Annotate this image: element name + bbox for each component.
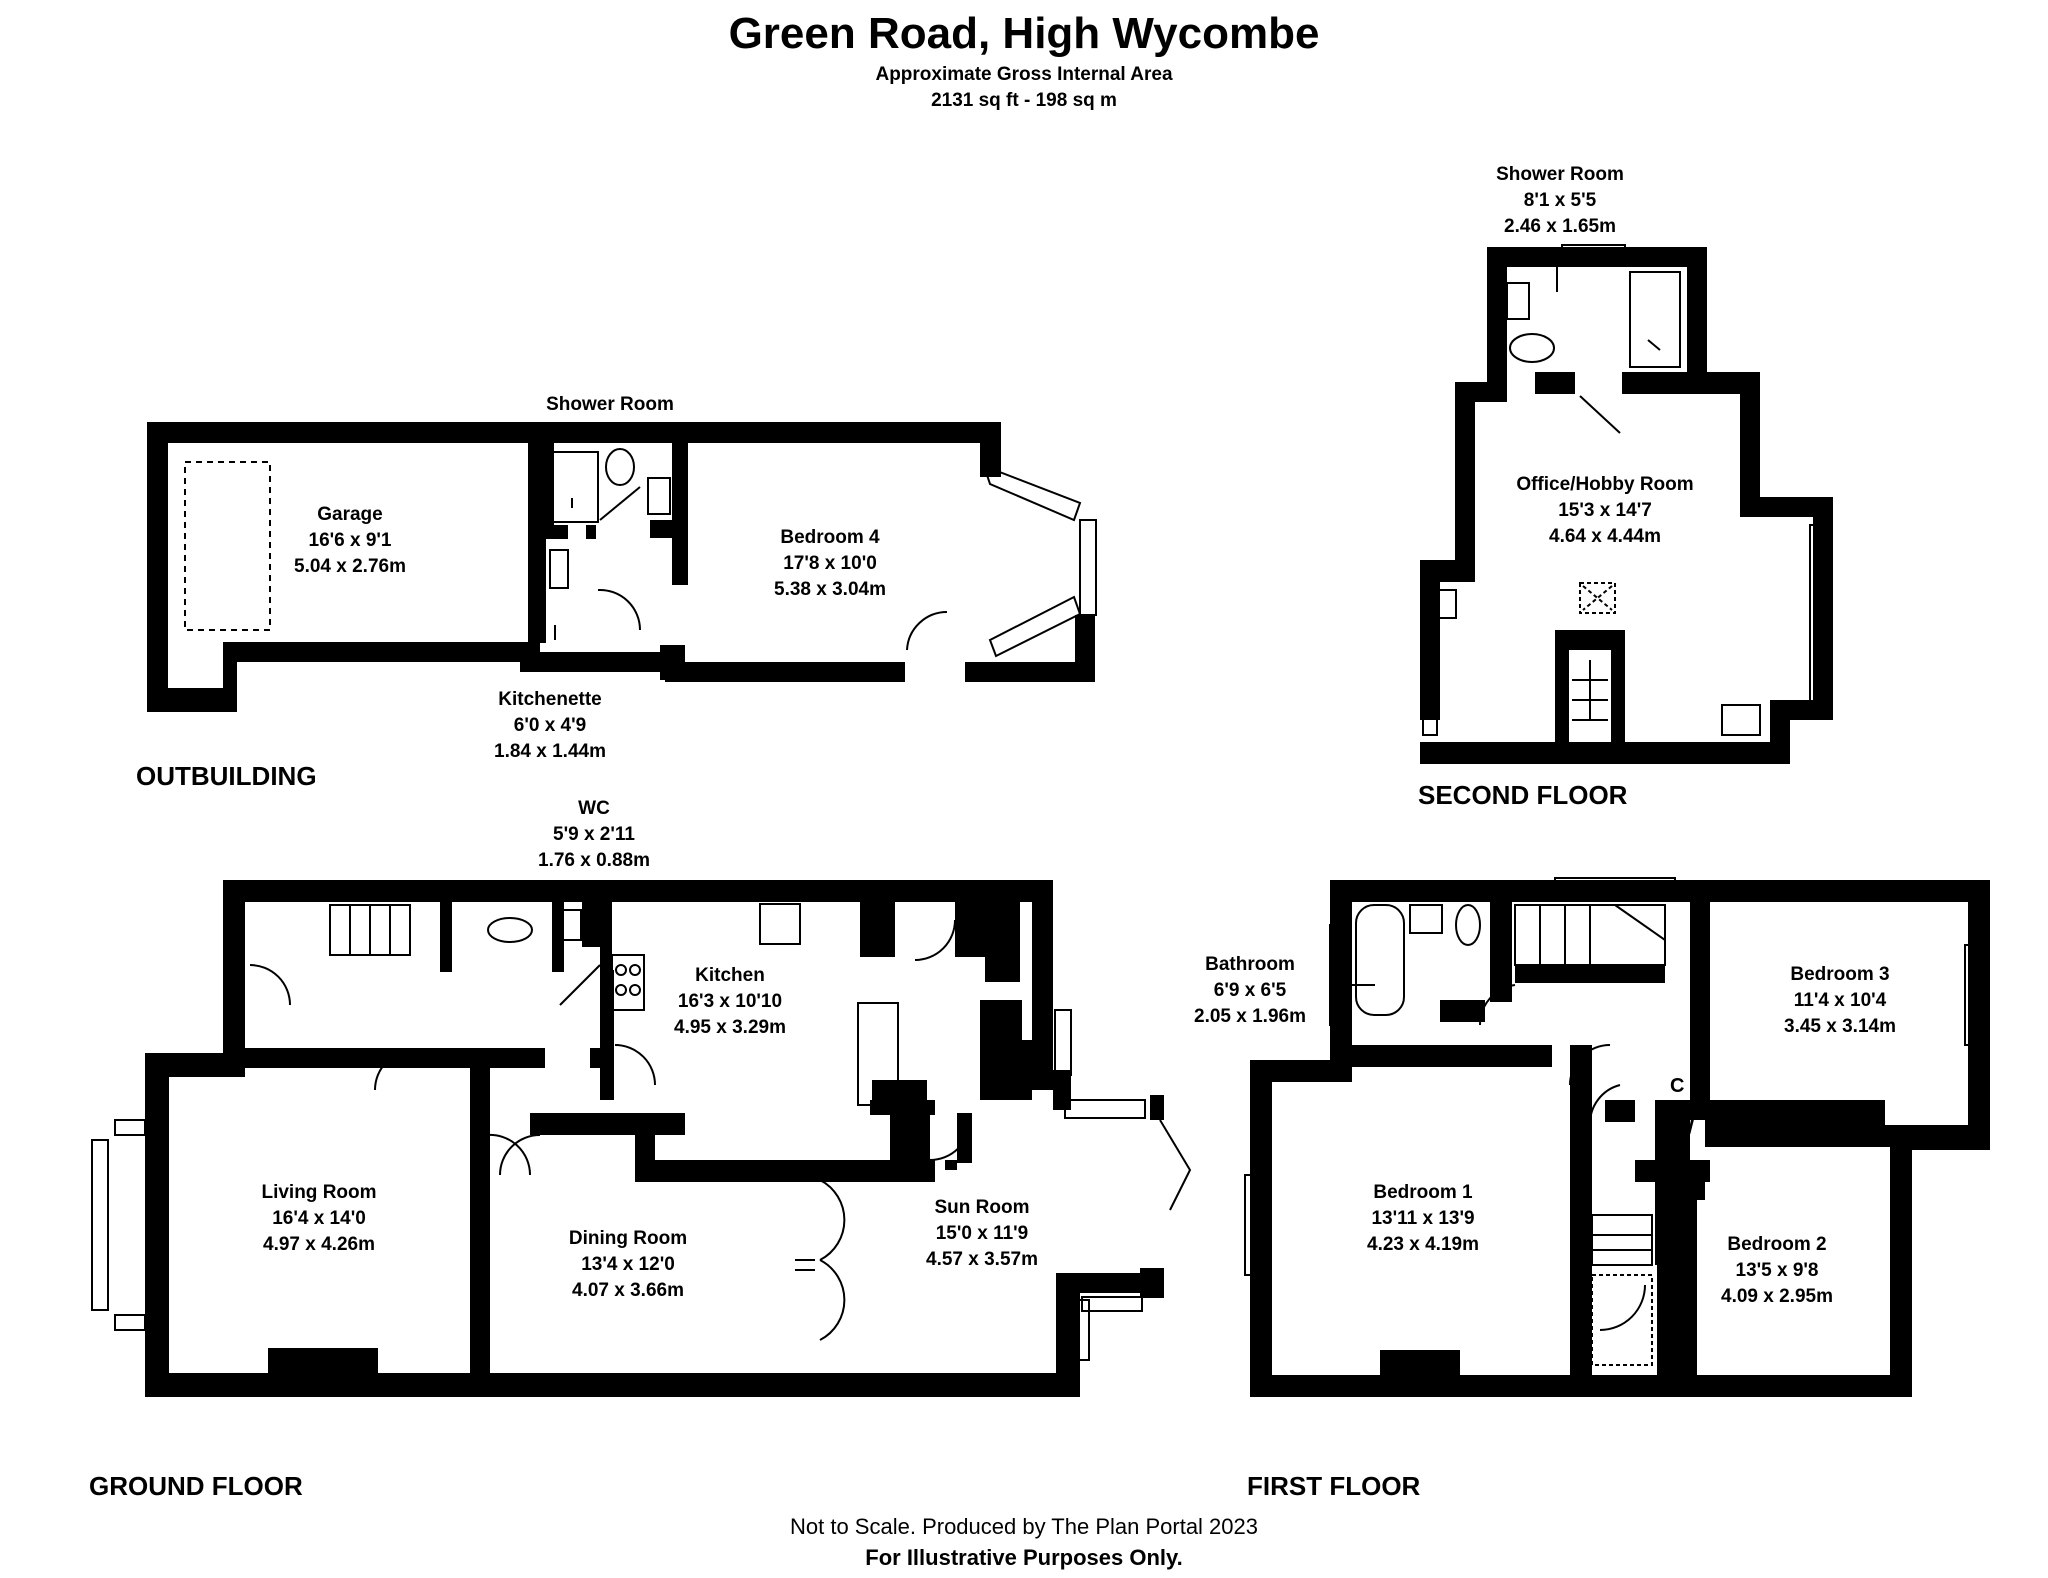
room-dining: Dining Room 13'4 x 12'0 4.07 x 3.66m [528, 1226, 728, 1304]
room-garage-metric: 5.04 x 2.76m [294, 556, 406, 577]
room-second-shower-metric: 2.46 x 1.65m [1504, 216, 1616, 237]
outbuilding-plan [147, 422, 1095, 712]
room-dining-name: Dining Room [568, 1228, 688, 1249]
room-garage-imperial: 16'6 x 9'1 [308, 530, 392, 551]
wardrobe-label: W [1675, 1117, 1694, 1139]
room-sunroom-name: Sun Room [934, 1197, 1030, 1218]
room-office-imperial: 15'3 x 14'7 [1558, 500, 1652, 521]
room-wc: WC 5'9 x 2'11 1.76 x 0.88m [494, 796, 694, 874]
second-floor-fixtures [1422, 244, 1829, 736]
gross-area: 2131 sq ft - 198 sq m [931, 90, 1117, 111]
room-bedroom1-metric: 4.23 x 4.19m [1367, 1234, 1479, 1255]
footer-disclaimer: Not to Scale. Produced by The Plan Porta… [790, 1514, 1258, 1539]
room-bedroom3: Bedroom 3 11'4 x 10'4 3.45 x 3.14m [1740, 962, 1940, 1040]
room-bathroom-metric: 2.05 x 1.96m [1194, 1006, 1306, 1027]
ground-floor-fixtures [91, 881, 1192, 1369]
room-kitchen-name: Kitchen [695, 965, 765, 986]
room-bedroom2-name: Bedroom 2 [1727, 1234, 1827, 1255]
room-second-shower-imperial: 8'1 x 5'5 [1523, 190, 1597, 211]
floor-label-first: FIRST FLOOR [1247, 1471, 1421, 1501]
room-bathroom-imperial: 6'9 x 6'5 [1213, 980, 1287, 1001]
room-bedroom4: Bedroom 4 17'8 x 10'0 5.38 x 3.04m [730, 525, 930, 603]
room-bathroom: Bathroom 6'9 x 6'5 2.05 x 1.96m [1150, 952, 1350, 1030]
room-living-name: Living Room [261, 1182, 377, 1203]
room-sunroom-imperial: 15'0 x 11'9 [935, 1223, 1029, 1244]
second-floor-plan [1420, 247, 1833, 764]
first-floor-fixtures [1244, 877, 1982, 1366]
outbuilding-fixtures [149, 448, 1097, 693]
floor-label-ground: GROUND FLOOR [89, 1471, 303, 1501]
room-office-metric: 4.64 x 4.44m [1549, 526, 1661, 547]
room-sunroom-metric: 4.57 x 3.57m [926, 1249, 1038, 1270]
room-bedroom3-imperial: 11'4 x 10'4 [1793, 990, 1887, 1011]
room-kitchen: Kitchen 16'3 x 10'10 4.95 x 3.29m [630, 963, 830, 1041]
room-out-shower: Shower Room [510, 392, 710, 418]
room-dining-imperial: 13'4 x 12'0 [581, 1254, 675, 1275]
room-bedroom2-metric: 4.09 x 2.95m [1721, 1286, 1833, 1307]
room-kitchenette-metric: 1.84 x 1.44m [494, 741, 606, 762]
ground-floor-plan [145, 880, 1164, 1397]
room-living: Living Room 16'4 x 14'0 4.97 x 4.26m [219, 1180, 419, 1258]
room-bathroom-name: Bathroom [1205, 954, 1295, 975]
room-bedroom4-metric: 5.38 x 3.04m [774, 579, 886, 600]
room-office-name: Office/Hobby Room [1516, 474, 1694, 495]
room-office: Office/Hobby Room 15'3 x 14'7 4.64 x 4.4… [1480, 472, 1730, 550]
room-bedroom1-imperial: 13'11 x 13'9 [1371, 1208, 1475, 1229]
room-wc-imperial: 5'9 x 2'11 [553, 824, 635, 845]
room-bedroom1: Bedroom 1 13'11 x 13'9 4.23 x 4.19m [1323, 1180, 1523, 1258]
room-second-shower: Shower Room 8'1 x 5'5 2.46 x 1.65m [1460, 162, 1660, 240]
room-second-shower-name: Shower Room [1496, 164, 1624, 185]
room-sunroom: Sun Room 15'0 x 11'9 4.57 x 3.57m [882, 1195, 1082, 1273]
room-bedroom4-imperial: 17'8 x 10'0 [783, 553, 877, 574]
room-bedroom4-name: Bedroom 4 [780, 527, 880, 548]
room-bedroom1-name: Bedroom 1 [1373, 1182, 1473, 1203]
room-kitchenette-imperial: 6'0 x 4'9 [513, 715, 587, 736]
page-title: Green Road, High Wycombe [728, 9, 1320, 58]
footer-illustrative: For Illustrative Purposes Only. [624, 1543, 1424, 1573]
room-living-imperial: 16'4 x 14'0 [272, 1208, 366, 1229]
room-bedroom3-metric: 3.45 x 3.14m [1784, 1016, 1896, 1037]
room-kitchenette-name: Kitchenette [498, 689, 602, 710]
floor-label-outbuilding: OUTBUILDING [136, 761, 317, 791]
cupboard-label: C [1670, 1075, 1685, 1097]
room-bedroom3-name: Bedroom 3 [1790, 964, 1890, 985]
room-dining-metric: 4.07 x 3.66m [572, 1280, 684, 1301]
room-out-shower-name: Shower Room [546, 394, 674, 415]
room-wc-name: WC [578, 798, 610, 819]
room-wc-metric: 1.76 x 0.88m [538, 850, 650, 871]
floor-label-second: SECOND FLOOR [1418, 780, 1628, 810]
room-living-metric: 4.97 x 4.26m [263, 1234, 375, 1255]
room-garage-name: Garage [317, 504, 383, 525]
room-bedroom2-imperial: 13'5 x 9'8 [1735, 1260, 1819, 1281]
first-floor-plan [1250, 880, 1990, 1397]
room-kitchen-imperial: 16'3 x 10'10 [677, 991, 783, 1012]
room-kitchenette: Kitchenette 6'0 x 4'9 1.84 x 1.44m [450, 687, 650, 765]
room-bedroom2: Bedroom 2 13'5 x 9'8 4.09 x 2.95m [1677, 1232, 1877, 1310]
area-subtitle: Approximate Gross Internal Area [875, 64, 1173, 85]
room-garage: Garage 16'6 x 9'1 5.04 x 2.76m [250, 502, 450, 580]
room-kitchen-metric: 4.95 x 3.29m [674, 1017, 786, 1038]
footer-illustrative-text: For Illustrative Purposes Only. [865, 1545, 1183, 1570]
